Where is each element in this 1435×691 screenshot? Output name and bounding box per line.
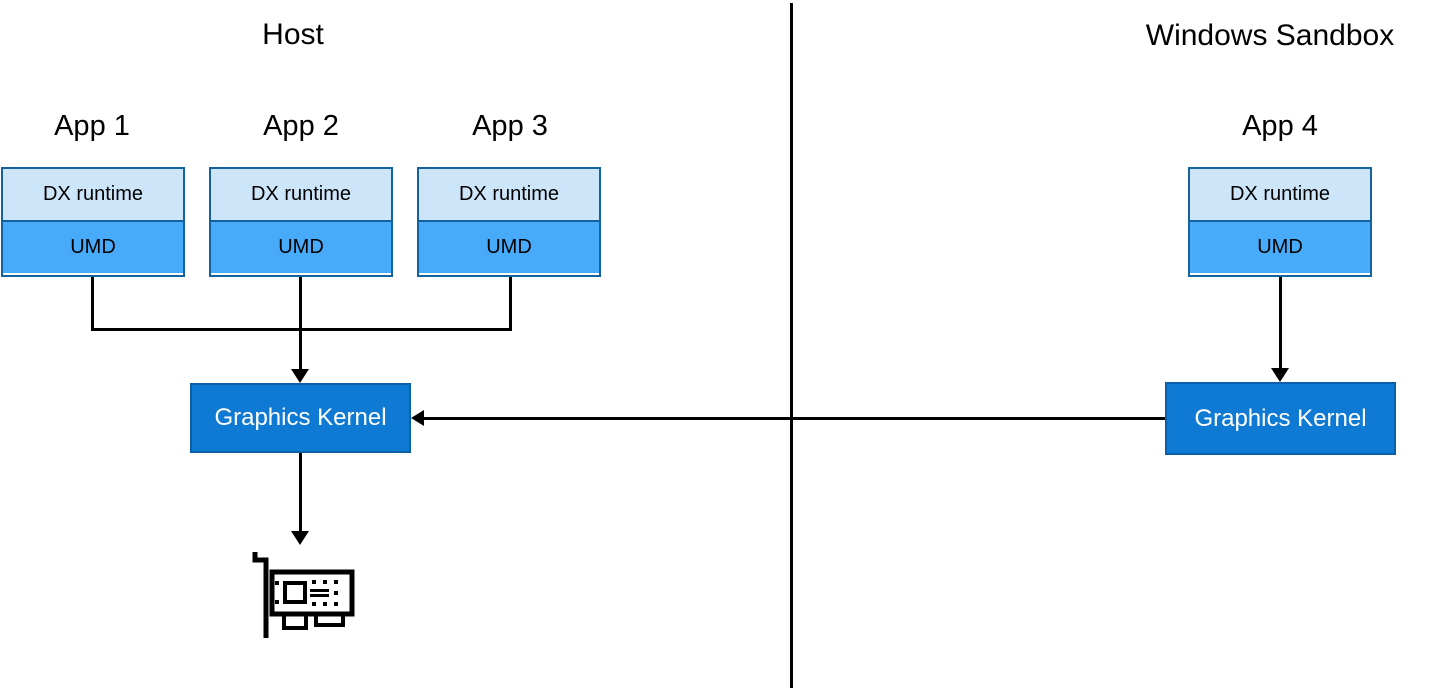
section-divider-line	[790, 3, 793, 688]
app3-stack-box: DX runtime UMD	[417, 167, 601, 277]
app2-dx-runtime-layer: DX runtime	[211, 169, 391, 222]
arrowhead-into-host-kernel-icon	[291, 369, 309, 383]
app3-dx-runtime-layer: DX runtime	[419, 169, 599, 222]
app4-dx-runtime-layer: DX runtime	[1190, 169, 1370, 222]
app2-stack-box: DX runtime UMD	[209, 167, 393, 277]
app4-umd-layer: UMD	[1190, 222, 1370, 273]
bus-to-kernel-line	[299, 331, 302, 370]
arrowhead-into-gpu-icon	[291, 531, 309, 545]
app1-umd-layer: UMD	[3, 222, 183, 273]
app4-connector-line	[1279, 277, 1282, 369]
app1-dx-runtime-layer: DX runtime	[3, 169, 183, 222]
app4-stack-box: DX runtime UMD	[1188, 167, 1372, 277]
arrowhead-into-host-kernel-left-icon	[411, 410, 424, 426]
app3-umd-layer: UMD	[419, 222, 599, 273]
app2-umd-layer: UMD	[211, 222, 391, 273]
app1-stack-box: DX runtime UMD	[1, 167, 185, 277]
gpu-card-icon	[250, 548, 356, 640]
app1-label: App 1	[54, 110, 130, 142]
app4-label: App 4	[1242, 110, 1318, 142]
sandbox-to-host-kernel-line	[424, 417, 1165, 420]
app3-label: App 3	[472, 110, 548, 142]
app2-label: App 2	[263, 110, 339, 142]
host-graphics-kernel-box: Graphics Kernel	[190, 383, 411, 453]
app3-connector-line	[509, 277, 512, 330]
kernel-to-gpu-line	[299, 453, 302, 531]
apps-bus-line	[91, 328, 512, 331]
arrowhead-into-sandbox-kernel-icon	[1271, 368, 1289, 382]
sandbox-graphics-kernel-box: Graphics Kernel	[1165, 382, 1396, 455]
app1-connector-line	[91, 277, 94, 330]
app2-connector-line	[299, 277, 302, 330]
sandbox-section-title: Windows Sandbox	[1145, 19, 1395, 52]
host-section-title: Host	[262, 18, 324, 51]
